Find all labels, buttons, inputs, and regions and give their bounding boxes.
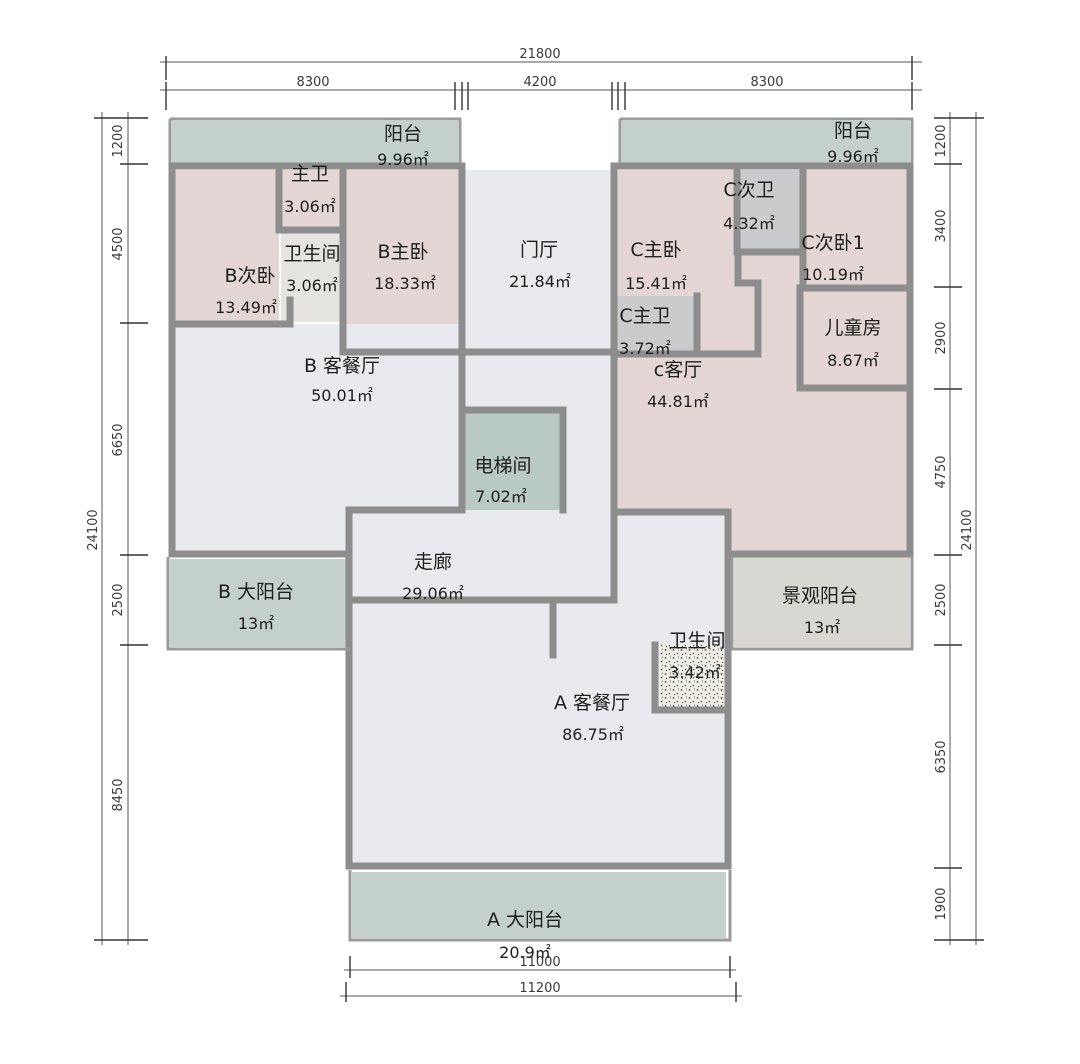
room-fills [170,121,910,938]
room-labels: 阳台 9.96㎡ 阳台 9.96㎡ 主卫 3.06㎡ 卫生间 3.06㎡ B次卧… [215,120,881,962]
dim-left-seg-2: 4500 [111,227,126,260]
dim-bottom-outer: 11200 [519,981,560,996]
dim-right-seg-3: 2900 [934,321,949,354]
foyer-fill [464,170,614,350]
b-top-balcony-name: 阳台 [384,123,422,145]
b-master-bed-area: 18.33㎡ [374,274,436,293]
corridor-name: 走廊 [414,551,452,573]
kids-room-name: 儿童房 [824,317,881,339]
dim-left-seg-3: 6650 [111,423,126,456]
c-second-bath-fill [739,170,803,252]
c-second-bed-area: 10.19㎡ [802,265,864,284]
dim-right-seg-2: 3400 [934,209,949,242]
a-big-balcony-fill [352,872,726,938]
c-top-balcony-name: 阳台 [834,120,872,142]
dimension-labels: 21800 8300 4200 8300 24100 1200 4500 665… [86,47,975,996]
c-second-bed-name: C次卧1 [801,232,864,254]
b-master-bed-name: B主卧 [377,241,428,263]
dim-right-seg-5: 2500 [934,583,949,616]
b-second-bed-name: B次卧 [224,265,275,287]
dim-right-seg-6: 6350 [934,740,949,773]
dim-left-total: 24100 [86,509,101,550]
dim-top-right: 8300 [750,75,783,90]
b-living-area: 50.01㎡ [311,386,373,405]
c-second-bath-name: C次卫 [723,179,774,201]
c-master-bed-name: C主卧 [630,239,681,261]
dim-top-total: 21800 [519,47,560,62]
b-master-bed-fill [345,170,461,352]
corridor-area: 29.06㎡ [402,584,464,603]
foyer-area: 21.84㎡ [509,272,571,291]
dim-right-seg-1: 1200 [934,124,949,157]
foyer-name: 门厅 [520,239,558,261]
landscape-balcony-name: 景观阳台 [782,585,858,607]
b-bath-name: 卫生间 [283,243,340,265]
a-living-area: 86.75㎡ [562,725,624,744]
dim-right-total: 24100 [960,509,975,550]
dim-top-left: 8300 [296,75,329,90]
dim-left-seg-1: 1200 [111,124,126,157]
landscape-balcony-area: 13㎡ [804,618,840,637]
kids-room-area: 8.67㎡ [827,351,879,370]
a-bath-name: 卫生间 [668,630,725,652]
b-big-balcony-name: B 大阳台 [218,581,294,603]
c-master-bath-area: 3.72㎡ [619,339,671,358]
dim-left-seg-4: 2500 [111,583,126,616]
b-top-balcony-fill [172,121,458,163]
a-bath-area: 3.42㎡ [669,663,721,682]
b-top-balcony-area: 9.96㎡ [377,150,429,169]
b-master-bath-fill [279,170,343,230]
dimension-lines [94,56,984,1002]
b-second-bed-area: 13.49㎡ [215,298,277,317]
b-big-balcony-area: 13㎡ [238,614,274,633]
c-top-balcony-area: 9.96㎡ [827,147,879,166]
c-living-name: c客厅 [654,359,702,381]
a-bath-fill [659,645,725,707]
c-master-bath-name: C主卫 [619,305,670,327]
c-master-bath-fill [617,296,695,354]
b-master-bath-area: 3.06㎡ [284,197,336,216]
b-master-bath-name: 主卫 [291,163,329,185]
dim-right-seg-7: 1900 [934,887,949,920]
b-bath-area: 3.06㎡ [286,276,338,295]
elevator-name: 电梯间 [474,455,531,477]
b-living-name: B 客餐厅 [304,355,380,377]
b-second-bed-fill [175,170,279,324]
landscape-balcony-fill [734,557,910,647]
c-top-balcony-fill [622,121,910,163]
a-big-balcony-area: 20.9㎡ [499,943,551,962]
c-master-bed-area: 15.41㎡ [625,274,687,293]
a-living-name: A 客餐厅 [554,692,630,714]
walls [166,117,914,942]
c-living-area: 44.81㎡ [647,392,709,411]
dim-left-seg-5: 8450 [111,778,126,811]
b-big-balcony-fill [170,559,350,647]
a-big-balcony-name: A 大阳台 [487,909,563,931]
elevator-area: 7.02㎡ [475,487,527,506]
dim-top-mid: 4200 [523,75,556,90]
elevator-fill [465,410,563,510]
dim-bottom-inner: 11000 [519,955,560,970]
dim-right-seg-4: 4750 [934,455,949,488]
c-second-bath-area: 4.32㎡ [723,214,775,233]
